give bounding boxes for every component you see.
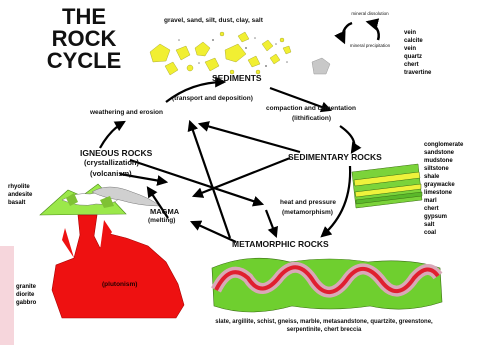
plutonic-rock-item: granite bbox=[16, 284, 36, 292]
title-line-3: CYCLE bbox=[34, 50, 134, 72]
sedimentary-rock-item: siltstone bbox=[424, 166, 463, 174]
vein-mineral-item: quartz bbox=[404, 54, 431, 62]
sedimentary-rock-item: mudstone bbox=[424, 158, 463, 166]
lithification-label: (lithification) bbox=[292, 116, 331, 123]
mineral-dissolution-label: mineral dissolution bbox=[348, 12, 392, 17]
volcanism-label: (volcanism) bbox=[90, 170, 132, 178]
dissolution-cycle bbox=[343, 22, 379, 42]
volcanic-rock-item: rhyolite bbox=[8, 184, 32, 192]
heat-pressure-label: heat and pressure bbox=[280, 200, 336, 207]
sedimentary-rock-item: limestone bbox=[424, 190, 463, 198]
title-line-2: ROCK bbox=[34, 28, 134, 50]
title-line-1: THE bbox=[34, 6, 134, 28]
transport-deposition-label: (transport and deposition) bbox=[172, 96, 253, 103]
metamorphic-block bbox=[212, 258, 442, 312]
metamorphism-label: (metamorphism) bbox=[282, 210, 333, 217]
sedimentary-rock-item: salt bbox=[424, 222, 463, 230]
vein-minerals-list: vein calcite vein quartz chert travertin… bbox=[404, 30, 431, 78]
crystallization-label: (crystallization) bbox=[84, 159, 139, 167]
volcanic-rocks-list: rhyolite andesite basalt bbox=[8, 184, 32, 208]
node-magma: MAGMA bbox=[150, 208, 179, 216]
plutonic-rocks-list: granite diorite gabbro bbox=[16, 284, 36, 308]
sedimentary-rocks-list: conglomerate sandstone mudstone siltston… bbox=[424, 142, 463, 238]
sedimentary-rock-item: coal bbox=[424, 230, 463, 238]
node-sedimentary-rocks: SEDIMENTARY ROCKS bbox=[288, 153, 382, 162]
sediment-pebbles bbox=[150, 32, 291, 75]
sedimentary-rock-item: sandstone bbox=[424, 150, 463, 158]
plutonic-rock-item: gabbro bbox=[16, 300, 36, 308]
vein-mineral-item: calcite bbox=[404, 38, 431, 46]
mineral-precipitation-label: mineral precipitation bbox=[348, 44, 392, 49]
volcanic-rock-item: basalt bbox=[8, 200, 32, 208]
sedimentary-rock-item: marl bbox=[424, 198, 463, 206]
sedimentary-rock-item: graywacke bbox=[424, 182, 463, 190]
metamorphic-rocks-list: slate, argillite, schist, gneiss, marble… bbox=[204, 318, 444, 334]
sedimentary-rock-item: gypsum bbox=[424, 214, 463, 222]
vein-mineral-item: travertine bbox=[404, 70, 431, 78]
plutonism-label: (plutonism) bbox=[102, 282, 137, 289]
node-sediments: SEDIMENTS bbox=[212, 74, 262, 83]
salt-crystal bbox=[312, 58, 330, 74]
vein-mineral-item: vein bbox=[404, 30, 431, 38]
melting-label: (melting) bbox=[148, 218, 175, 225]
sedimentary-rock-item: chert bbox=[424, 206, 463, 214]
sedimentary-rock-item: conglomerate bbox=[424, 142, 463, 150]
sediment-types-label: gravel, sand, silt, dust, clay, salt bbox=[164, 18, 263, 25]
weathering-erosion-label: weathering and erosion bbox=[90, 110, 163, 117]
diagram-title: THE ROCK CYCLE bbox=[34, 6, 134, 72]
node-igneous-rocks: IGNEOUS ROCKS bbox=[80, 149, 152, 158]
node-metamorphic-rocks: METAMORPHIC ROCKS bbox=[232, 240, 329, 249]
volcano bbox=[40, 184, 160, 215]
compaction-cementation-label: compaction and cementation bbox=[266, 106, 356, 113]
sedimentary-rock-item: shale bbox=[424, 174, 463, 182]
plutonic-rock-item: diorite bbox=[16, 292, 36, 300]
volcanic-rock-item: andesite bbox=[8, 192, 32, 200]
pluton bbox=[52, 215, 184, 318]
vein-mineral-item: chert bbox=[404, 62, 431, 70]
vein-mineral-item: vein bbox=[404, 46, 431, 54]
sedimentary-strata bbox=[352, 164, 422, 208]
